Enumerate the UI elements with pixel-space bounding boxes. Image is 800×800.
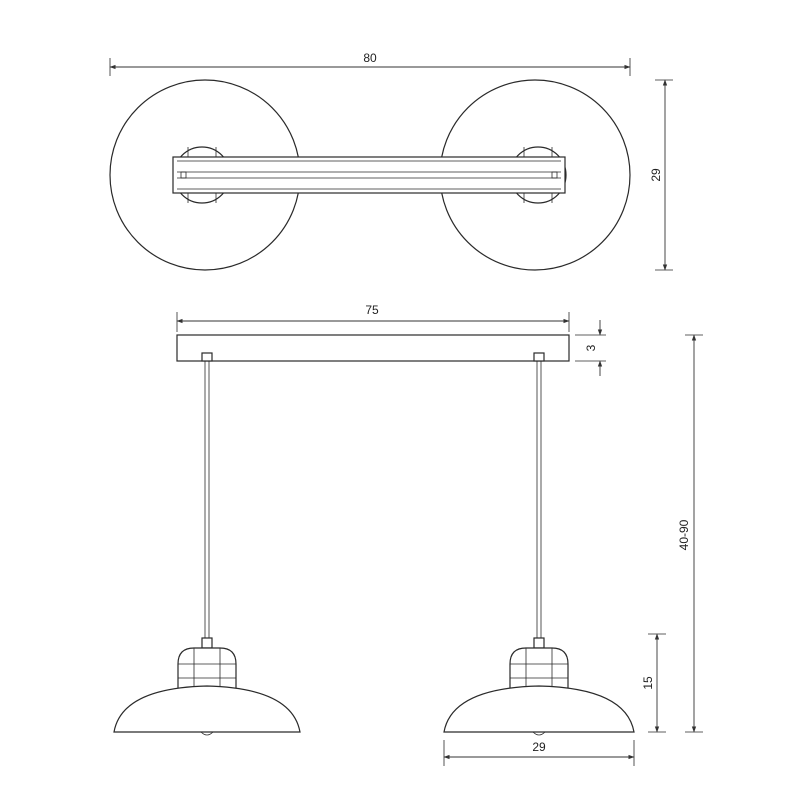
dim-total-width-label: 80 [363,51,377,65]
dim-canopy-width: 75 [176,303,570,332]
left-lamp [113,637,301,736]
dim-canopy-width-label: 75 [365,303,379,317]
front-canopy [176,334,570,362]
dim-canopy-height: 3 [575,320,606,376]
left-cable [204,361,210,638]
right-cable-grip [533,352,545,362]
right-lamp [443,637,635,736]
dim-shade-diameter-label: 29 [532,740,546,754]
dim-shade-height-label: 15 [641,676,655,690]
left-cable-grip [201,352,213,362]
right-cable [536,361,542,638]
top-view-canopy-bar [172,156,566,194]
dim-shade-diameter: 29 [443,740,635,766]
dim-drop-range: 40-90 [677,334,703,733]
dim-shade-height: 15 [641,633,666,733]
dim-drop-range-label: 40-90 [677,519,691,550]
dim-total-width: 80 [109,51,631,76]
front-view: 75 3 40-90 15 29 [113,303,703,766]
dim-top-depth: 29 [649,79,673,271]
dim-canopy-height-label: 3 [584,344,598,351]
top-view: 80 29 [109,51,673,271]
dim-top-depth-label: 29 [649,168,663,182]
